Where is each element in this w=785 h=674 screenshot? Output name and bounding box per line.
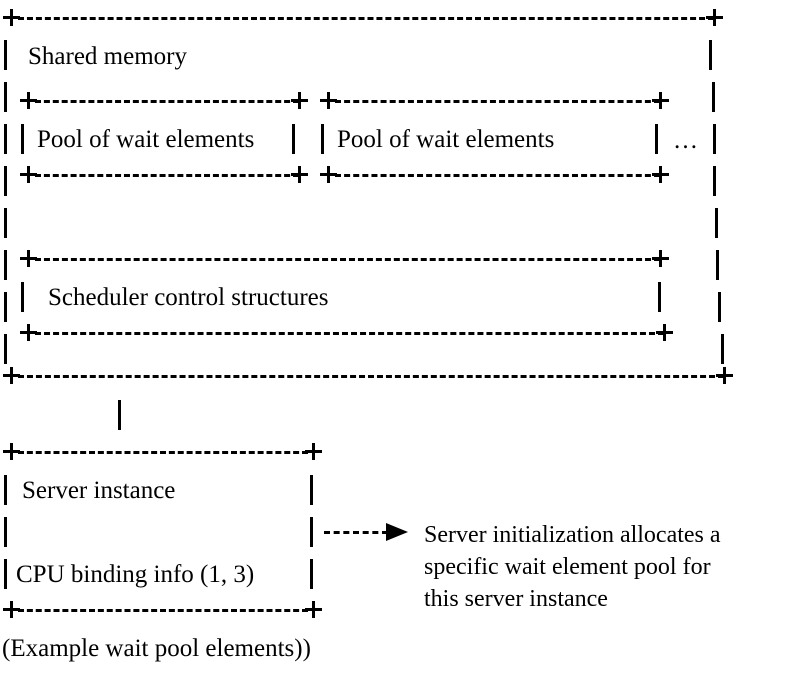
server-box-left-wall-2 <box>4 517 7 547</box>
scheduler-box-corner-top-right <box>652 250 669 267</box>
server-box-corner-bottom-right <box>305 601 322 618</box>
outer-box-right-wall-2 <box>712 82 715 112</box>
pool-1-left-wall <box>21 124 24 154</box>
outer-box-corner-top-left <box>3 9 20 26</box>
annotation-line-2: specific wait element pool for <box>424 554 711 580</box>
pool-2-bottom-rule <box>335 174 660 177</box>
outer-box-corner-top-right <box>706 9 723 26</box>
server-box-right-wall-3 <box>310 559 313 589</box>
outer-box-left-wall-3 <box>4 124 7 154</box>
pool-2-top-rule <box>335 100 660 103</box>
pool-1-right-wall <box>292 124 295 154</box>
pool-2-corner-top-left <box>320 92 337 109</box>
scheduler-box-bottom-rule <box>35 332 664 335</box>
scheduler-box-left-wall <box>21 282 24 312</box>
outer-box-left-wall-6 <box>4 250 7 280</box>
outer-box-left-wall-8 <box>4 334 7 364</box>
server-box-right-wall-2 <box>310 517 313 547</box>
pool-ellipsis: … <box>673 127 698 154</box>
pool-2-left-wall <box>321 124 324 154</box>
pool-2-corner-bottom-right <box>652 166 669 183</box>
server-box-left-wall-1 <box>4 475 7 505</box>
outer-box-right-wall-3 <box>713 124 716 154</box>
scheduler-box-top-rule <box>35 258 660 261</box>
pool-2-label: Pool of wait elements <box>337 126 555 153</box>
outer-box-right-wall-4 <box>713 166 716 196</box>
pool-1-label: Pool of wait elements <box>37 126 255 153</box>
annotation-arrow-line <box>324 531 388 534</box>
annotation-arrow-head <box>386 523 408 541</box>
pool-1-corner-top-right <box>291 92 308 109</box>
pool-1-top-rule <box>35 100 299 103</box>
outer-box-bottom-rule <box>18 375 724 378</box>
outer-box-left-wall-7 <box>4 292 7 322</box>
pool-2-right-wall <box>655 124 658 154</box>
scheduler-box-corner-bottom-right <box>656 324 673 341</box>
outer-box-left-wall-1 <box>4 40 7 70</box>
outer-box-right-wall-6 <box>716 250 719 280</box>
outer-box-left-wall-2 <box>4 82 7 112</box>
pool-1-corner-bottom-right <box>291 166 308 183</box>
server-box-right-wall-1 <box>310 475 313 505</box>
pool-2-corner-top-right <box>652 92 669 109</box>
server-box-corner-top-left <box>3 443 20 460</box>
server-box-bottom-rule <box>18 609 308 612</box>
server-box-corner-bottom-left <box>3 601 20 618</box>
shared-memory-to-server-connector <box>118 400 121 430</box>
server-box-line-1: Server instance <box>22 477 176 504</box>
outer-box-right-wall-8 <box>721 334 724 364</box>
scheduler-box-corner-top-left <box>20 250 37 267</box>
shared-memory-title: Shared memory <box>28 43 187 70</box>
outer-box-left-wall-4 <box>4 166 7 196</box>
pool-1-corner-top-left <box>20 92 37 109</box>
scheduler-box-right-wall <box>658 282 661 312</box>
server-box-corner-top-right <box>305 443 322 460</box>
outer-box-right-wall-7 <box>718 292 721 322</box>
figure-caption: (Example wait pool elements)) <box>2 635 311 662</box>
outer-box-corner-bottom-right <box>716 367 733 384</box>
server-box-left-wall-3 <box>4 559 7 589</box>
outer-box-corner-bottom-left <box>3 367 20 384</box>
outer-box-right-wall-5 <box>715 208 718 238</box>
scheduler-box-label: Scheduler control structures <box>48 284 329 311</box>
pool-1-bottom-rule <box>35 174 299 177</box>
outer-box-left-wall-5 <box>4 208 7 238</box>
pool-2-corner-bottom-left <box>320 166 337 183</box>
annotation-line-1: Server initialization allocates a <box>424 522 721 548</box>
annotation-line-3: this server instance <box>424 586 608 612</box>
scheduler-box-corner-bottom-left <box>20 324 37 341</box>
server-box-top-rule <box>18 451 308 454</box>
pool-1-corner-bottom-left <box>20 166 37 183</box>
outer-box-right-wall-1 <box>709 40 712 70</box>
outer-box-top-rule <box>18 17 714 20</box>
server-box-line-3: CPU binding info (1, 3) <box>16 561 255 588</box>
